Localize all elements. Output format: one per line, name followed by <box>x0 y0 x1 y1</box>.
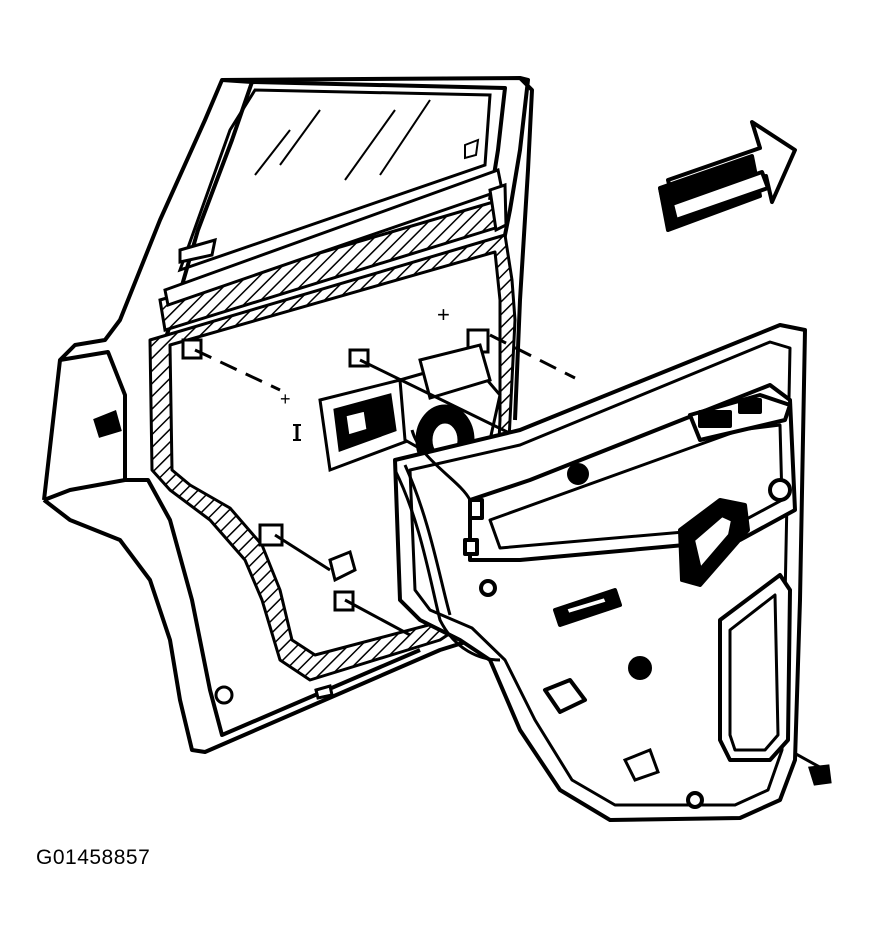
door-frame <box>42 76 534 754</box>
screw-fastener <box>93 409 832 786</box>
belt-molding <box>158 167 508 332</box>
inner-panel-mount-holes: + + <box>181 302 490 705</box>
svg-text:+: + <box>437 302 450 327</box>
door-trim-panel <box>393 323 807 822</box>
svg-text:+: + <box>280 389 291 409</box>
wire-harness <box>393 429 501 662</box>
window-glass <box>177 88 492 273</box>
forward-arrow-icon <box>658 120 797 232</box>
figure-id-label: G01458857 <box>36 846 151 869</box>
